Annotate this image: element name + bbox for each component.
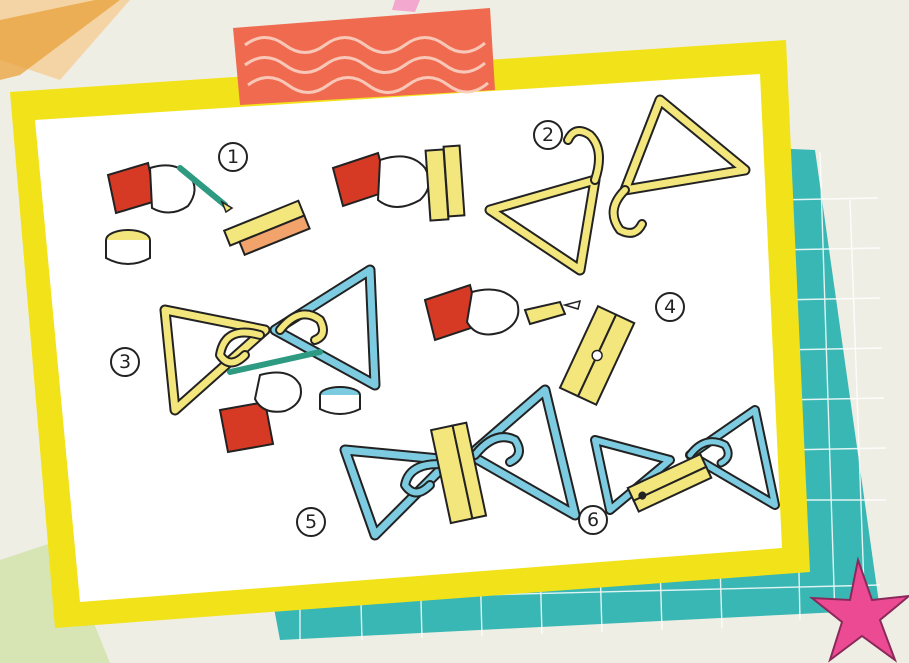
- step-number-2: 2: [533, 120, 563, 150]
- step-5-clothespin: [431, 423, 486, 523]
- step-number-6: 6: [578, 505, 608, 535]
- step-number-3: 3: [110, 347, 140, 377]
- step-number-4: 4: [655, 292, 685, 322]
- step-number-5: 5: [296, 507, 326, 537]
- step-number-1: 1: [218, 142, 248, 172]
- step-6-illustration: [595, 410, 775, 510]
- step-4-illustration: [425, 285, 634, 405]
- step-1b-illustration: [333, 146, 464, 221]
- step-2-illustration: [490, 100, 745, 270]
- step-1-illustration: [106, 163, 310, 264]
